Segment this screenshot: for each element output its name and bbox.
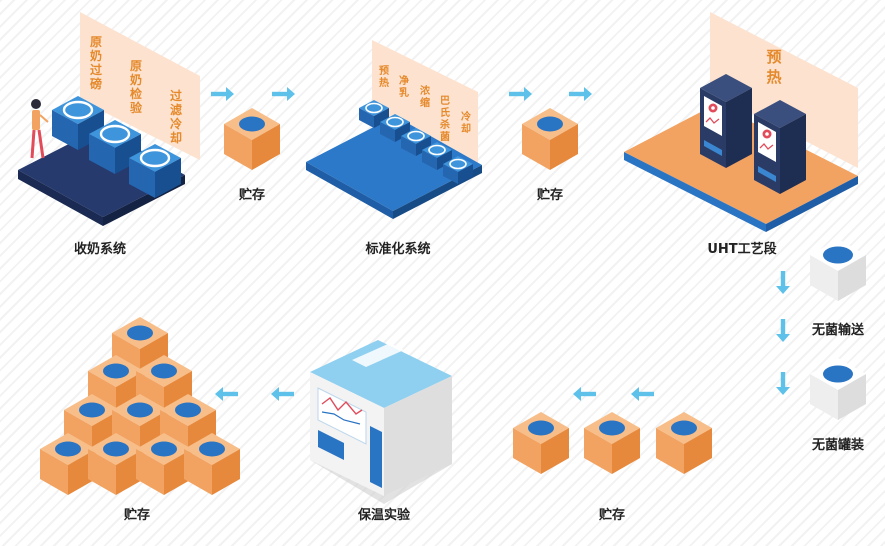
incubation-label: 保温实验 (357, 507, 411, 523)
arrow-down-icon (776, 319, 790, 342)
incubation-stage: 保温实验 (310, 340, 452, 523)
uht-stage: 预热 UHT工艺段 (624, 12, 858, 257)
worker-figure (30, 99, 49, 159)
uht-machine-1 (699, 73, 753, 169)
storage-label-4: 贮存 (123, 507, 150, 523)
standardization-stage: 预热 净乳 浓缩 巴氏杀菌 冷却 标准化系统 (306, 40, 482, 257)
storage-box-2 (522, 108, 578, 170)
standardization-label: 标准化系统 (364, 241, 430, 257)
arrow-right-icon (569, 87, 592, 101)
std-step-pasteurize: 巴氏杀菌 (440, 95, 450, 143)
milk-step-labels: 原奶过磅 原奶检验 过滤冷却 (90, 35, 182, 145)
milk-step-weighing: 原奶过磅 (90, 35, 102, 91)
aseptic-transport-label: 无菌输送 (811, 322, 865, 338)
storage-label-2: 贮存 (536, 187, 563, 203)
arrow-right-icon (272, 87, 295, 101)
storage-label-3: 贮存 (598, 507, 625, 523)
aseptic-box-1 (810, 239, 866, 301)
aseptic-box-2 (810, 358, 866, 420)
arrow-left-icon (631, 387, 654, 401)
arrow-right-icon (509, 87, 532, 101)
storage-label-1: 贮存 (238, 187, 265, 203)
milk-step-inspection: 原奶检验 (130, 59, 143, 115)
storage-box-3a (513, 412, 569, 474)
milk-steps-banner (80, 12, 200, 160)
storage-box-3b (584, 412, 640, 474)
arrow-left-icon (215, 387, 238, 401)
aseptic-filling-label: 无菌罐装 (811, 437, 864, 453)
std-step-cool: 冷却 (461, 110, 471, 135)
storage-pyramid (40, 317, 240, 495)
milk-platform (18, 128, 185, 217)
std-steps-banner (372, 40, 478, 166)
std-step-preheat: 预热 (379, 65, 389, 89)
storage-box-3c (656, 412, 712, 474)
arrow-down-icon (776, 271, 790, 294)
storage-box-1 (224, 108, 280, 170)
uht-machine-2 (753, 99, 807, 195)
std-step-clarify: 净乳 (399, 74, 409, 99)
std-platform (306, 116, 482, 211)
arrow-left-icon (271, 387, 294, 401)
milk-collection-label: 收奶系统 (74, 241, 126, 257)
std-step-concentrate: 浓缩 (420, 84, 431, 109)
uht-platform (624, 104, 858, 224)
uht-label: UHT工艺段 (707, 241, 776, 257)
milk-step-filter-cool: 过滤冷却 (170, 88, 182, 145)
std-step-labels: 预热 净乳 浓缩 巴氏杀菌 冷却 (379, 65, 471, 143)
uht-banner (710, 12, 858, 168)
uht-step-preheat: 预热 (766, 48, 781, 86)
milk-collection-stage: 原奶过磅 原奶检验 过滤冷却 收奶系统 (18, 12, 200, 257)
arrow-left-icon (573, 387, 596, 401)
arrow-right-icon (211, 87, 234, 101)
arrow-down-icon (776, 372, 790, 395)
